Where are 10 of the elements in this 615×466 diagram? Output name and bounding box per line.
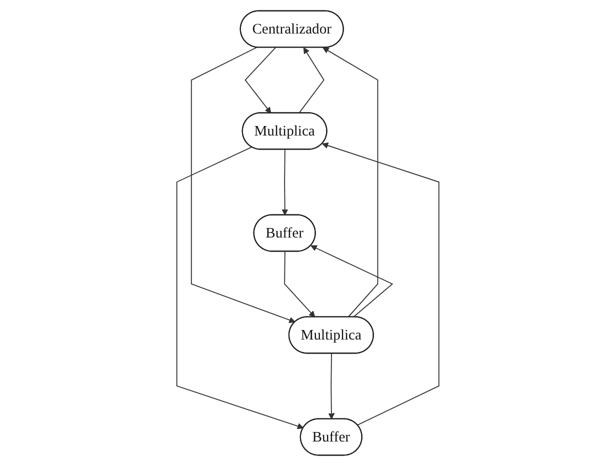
arrow bbox=[310, 245, 393, 318]
arrow bbox=[322, 47, 378, 318]
arrow bbox=[322, 142, 439, 426]
arrow bbox=[281, 149, 288, 216]
arrow bbox=[190, 47, 296, 324]
arrow bbox=[244, 47, 276, 114]
arrow bbox=[284, 251, 315, 318]
arrow bbox=[298, 47, 324, 114]
arrow bbox=[176, 146, 304, 430]
arrow bbox=[328, 353, 334, 420]
